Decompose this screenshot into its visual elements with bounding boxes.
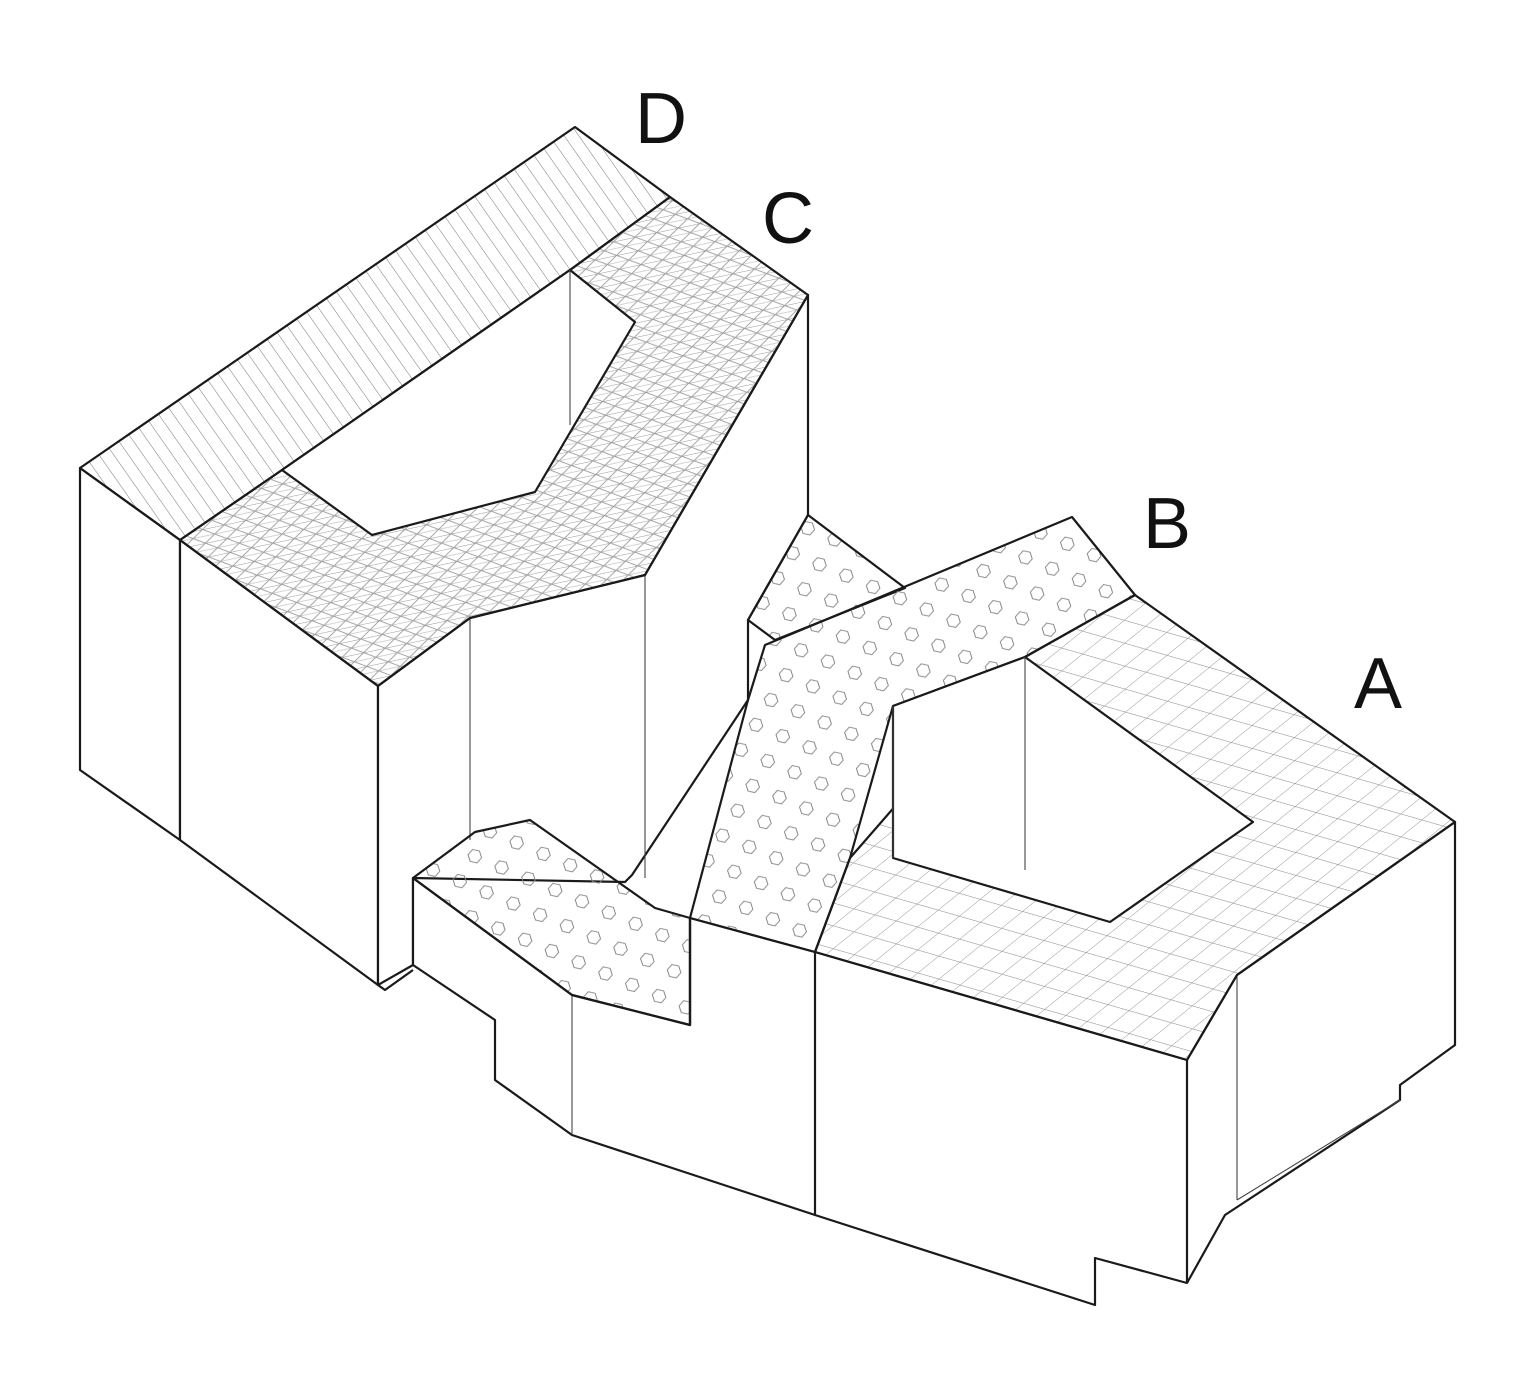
- label-d: D: [635, 79, 687, 159]
- label-a: A: [1354, 644, 1402, 724]
- zone-b-bridge-roof: [688, 515, 1137, 954]
- label-c: C: [762, 179, 814, 259]
- left-block: [78, 293, 810, 992]
- zone-c-courtyard: [280, 268, 637, 537]
- zone-b-lower-roof: [411, 818, 692, 1027]
- label-b: B: [1143, 484, 1191, 564]
